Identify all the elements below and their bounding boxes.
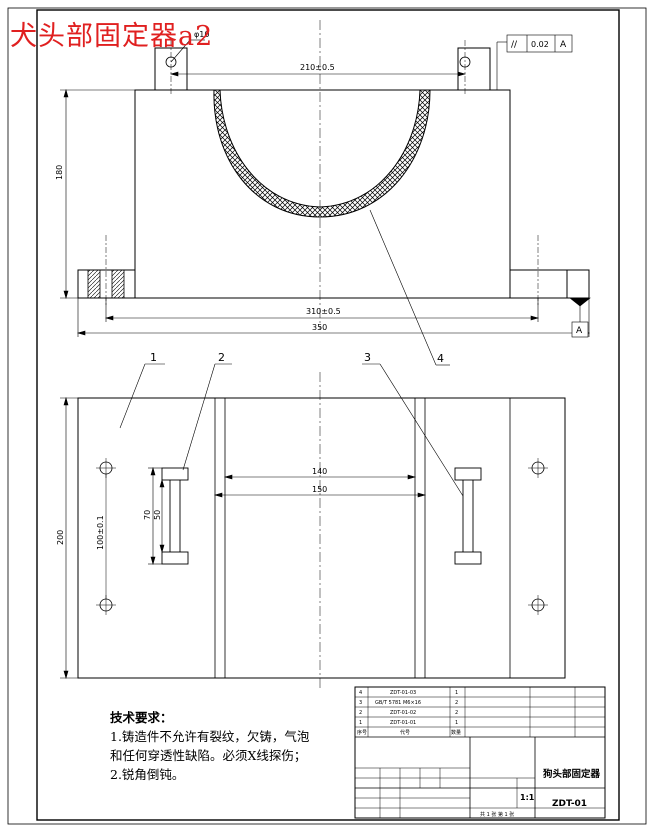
tolerance-symbol: // [511, 40, 518, 50]
balloon-1: 1 [150, 351, 157, 364]
technical-requirements: 技术要求： 1.铸造件不允许有裂纹，欠铸，气泡 和任何穿透性缺陷。必须X线探伤；… [110, 708, 309, 784]
tech-line-2: 和任何穿透性缺陷。必须X线探伤； [110, 748, 307, 763]
dim-350: 350 [312, 323, 327, 332]
front-dim-text: φ10 210±0.5 180 310±0.5 350 A // 0.02 A [55, 30, 583, 336]
tolerance-datum: A [560, 40, 567, 50]
balloon-text: 1 2 3 4 [150, 351, 444, 365]
dim-100: 100±0.1 [96, 515, 105, 550]
dim-200: 200 [56, 530, 65, 545]
dim-310: 310±0.5 [306, 307, 341, 316]
drawing-number: ZDT-01 [552, 799, 587, 809]
top-view [77, 372, 566, 690]
balloon-4: 4 [437, 352, 444, 365]
clamp-right [454, 467, 482, 565]
row-code-3: GB/T 5781 M6×16 [375, 700, 421, 706]
balloon-3: 3 [364, 351, 371, 364]
row-code-1: ZDT-01-01 [390, 720, 416, 726]
row-seq-1: 1 [359, 720, 362, 726]
header-qty: 数量 [451, 729, 461, 736]
row-seq-2: 2 [359, 710, 362, 716]
row-qty-1: 1 [455, 720, 458, 726]
drawing-title: 犬头部固定器a2 [10, 21, 214, 52]
header-code: 代号 [400, 729, 410, 736]
dim-50: 50 [153, 510, 162, 520]
row-qty-4: 1 [455, 690, 458, 696]
row-code-2: ZDT-01-02 [390, 710, 416, 716]
top-dimensions [60, 396, 427, 680]
cup-section [213, 89, 431, 218]
row-qty-3: 2 [455, 700, 458, 706]
dim-70: 70 [143, 510, 152, 520]
clamp-left [161, 467, 189, 565]
dim-phi: φ10 [194, 30, 209, 39]
tech-line-1: 1.铸造件不允许有裂纹，欠铸，气泡 [110, 729, 310, 744]
scale: 1:1 [520, 793, 535, 802]
top-dim-text: 140 150 70 50 100±0.1 200 [56, 467, 327, 550]
datum-a-label: A [576, 326, 583, 336]
balloon-2: 2 [218, 351, 225, 364]
row-seq-4: 4 [359, 690, 362, 696]
part-name: 狗头部固定器 [543, 768, 601, 780]
tech-heading: 技术要求： [110, 710, 173, 725]
row-seq-3: 3 [359, 700, 362, 706]
title-block [354, 686, 606, 819]
dim-140: 140 [312, 467, 327, 476]
front-view [77, 20, 590, 330]
dim-210: 210±0.5 [300, 63, 335, 72]
dim-180: 180 [55, 165, 64, 180]
tolerance-value: 0.02 [531, 40, 549, 49]
row-qty-2: 2 [455, 710, 458, 716]
header-seq: 序号 [357, 729, 367, 736]
row-code-4: ZDT-01-03 [390, 690, 416, 696]
tech-line-3: 2.锐角倒钝。 [110, 767, 185, 782]
dim-150: 150 [312, 485, 327, 494]
title-block-text: 4 ZDT-01-03 1 3 GB/T 5781 M6×16 2 2 ZDT-… [357, 690, 601, 818]
front-dimensions [60, 34, 591, 338]
balloon-leaders [119, 209, 464, 497]
sheet-count: 共 1 张 第 1 张 [480, 811, 514, 818]
sheet-border [7, 7, 647, 825]
